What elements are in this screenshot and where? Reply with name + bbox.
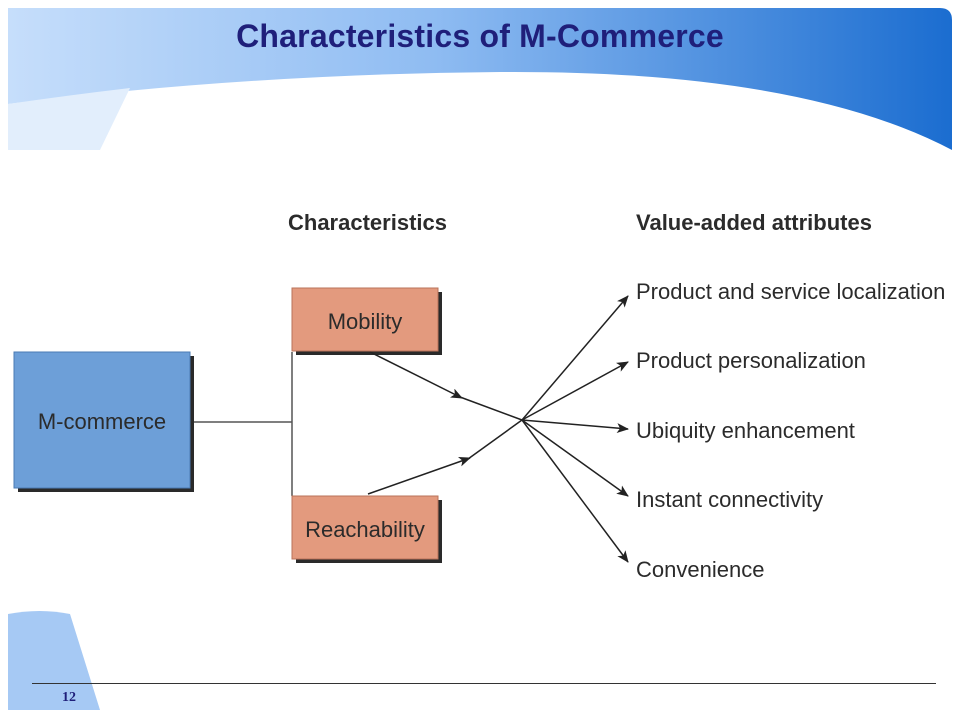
attribute-label-connectivity: Instant connectivity	[636, 487, 823, 512]
characteristic-box-reachability: Reachability	[291, 495, 442, 563]
characteristic-label-reachability: Reachability	[305, 517, 425, 542]
attribute-label-personalization: Product personalization	[636, 348, 866, 373]
reachability-arrow	[367, 456, 471, 495]
page-title: Characteristics of M-Commerce	[236, 18, 724, 54]
root-box: M-commerce	[13, 351, 194, 492]
attribute-arrow-personalization	[521, 361, 629, 421]
attribute-arrow-convenience	[521, 419, 629, 563]
attribute-arrow-localization	[521, 295, 629, 421]
page-number: 12	[62, 690, 76, 705]
reachability-line	[467, 419, 523, 460]
root-label: M-commerce	[38, 409, 166, 434]
attribute-label-localization: Product and service localization	[636, 279, 945, 304]
footer-decoration	[8, 611, 100, 710]
attribute-arrow-ubiquity	[521, 419, 629, 434]
attribute-arrow-connectivity	[521, 419, 629, 497]
attribute-label-ubiquity: Ubiquity enhancement	[636, 418, 855, 443]
mobility-line	[459, 396, 523, 421]
attribute-label-convenience: Convenience	[636, 557, 764, 582]
header-banner	[8, 8, 952, 150]
characteristics-header: Characteristics	[288, 210, 447, 235]
footer-divider	[32, 683, 936, 684]
characteristic-label-mobility: Mobility	[328, 309, 403, 334]
mobility-arrow	[369, 351, 463, 399]
attributes-header: Value-added attributes	[636, 210, 872, 235]
root-connector	[192, 352, 293, 496]
characteristic-box-mobility: Mobility	[291, 287, 442, 355]
